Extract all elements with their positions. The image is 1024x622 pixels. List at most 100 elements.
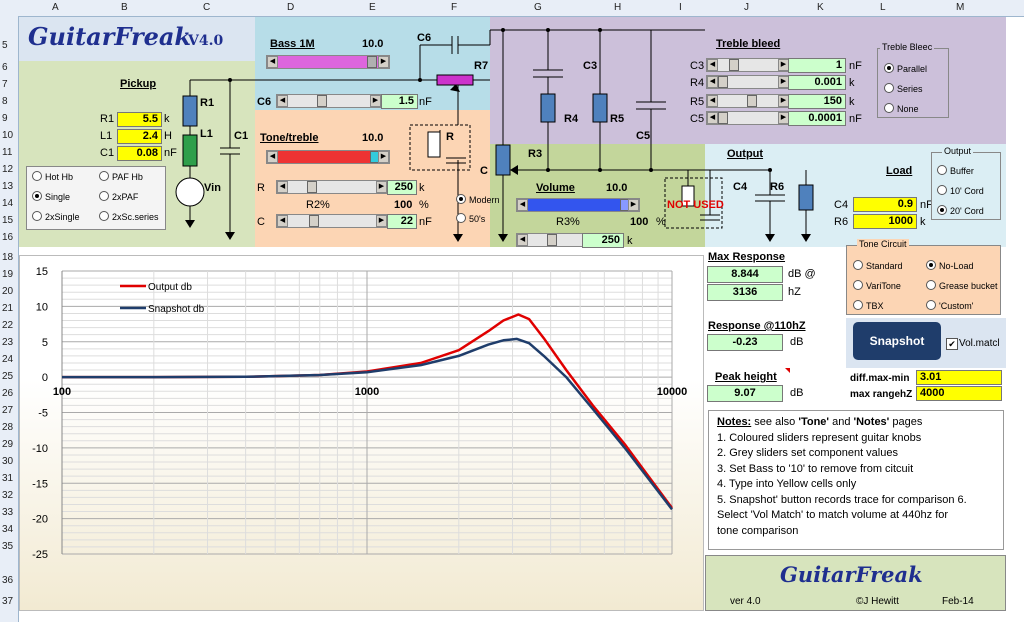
pickup-option-single[interactable]: Single — [32, 191, 70, 202]
treble-option-series[interactable]: Series — [884, 83, 923, 94]
slider-thumb[interactable] — [367, 56, 377, 68]
column-i[interactable]: I — [679, 2, 682, 13]
row-20[interactable]: 20 — [2, 286, 14, 297]
slider-left-arrow-icon[interactable]: ◀ — [267, 151, 278, 163]
range-value[interactable]: 4000 — [916, 386, 1002, 401]
slider-right-arrow-icon[interactable]: ▶ — [376, 215, 387, 227]
slider-left-arrow-icon[interactable]: ◀ — [707, 112, 718, 124]
slider-thumb[interactable] — [718, 76, 728, 88]
row-9[interactable]: 9 — [2, 113, 8, 124]
row-31[interactable]: 31 — [2, 473, 14, 484]
column-k[interactable]: K — [817, 2, 824, 13]
c-slider[interactable]: ◀ ▶ — [276, 214, 388, 228]
slider-thumb[interactable] — [547, 234, 557, 246]
slider-left-arrow-icon[interactable]: ◀ — [707, 76, 718, 88]
output-option-20-cord[interactable]: 20' Cord — [937, 205, 984, 216]
row-27[interactable]: 27 — [2, 405, 14, 416]
slider-left-arrow-icon[interactable]: ◀ — [277, 95, 288, 107]
out-c4-field[interactable]: 0.9 — [853, 197, 917, 212]
mode-option-50s[interactable]: 50's — [456, 213, 485, 224]
slider-left-arrow-icon[interactable]: ◀ — [707, 95, 718, 107]
diff-value[interactable]: 3.01 — [916, 370, 1002, 385]
row-25[interactable]: 25 — [2, 371, 14, 382]
slider-right-arrow-icon[interactable]: ▶ — [628, 199, 639, 211]
output-option-10-cord[interactable]: 10' Cord — [937, 185, 984, 196]
vol-match-checkbox[interactable]: ✔ — [946, 338, 958, 350]
row-22[interactable]: 22 — [2, 320, 14, 331]
tb-r5-slider[interactable]: ◀▶ — [706, 94, 790, 108]
slider-thumb[interactable] — [747, 95, 757, 107]
row-5[interactable]: 5 — [2, 40, 8, 51]
row-16[interactable]: 16 — [2, 232, 14, 243]
pickup-option-hot-hb[interactable]: Hot Hb — [32, 171, 73, 182]
row-11[interactable]: 11 — [2, 147, 13, 158]
column-d[interactable]: D — [287, 2, 295, 13]
bass-slider[interactable]: ◀ ▶ — [266, 55, 390, 69]
slider-left-arrow-icon[interactable]: ◀ — [517, 234, 528, 246]
pickup-option-2xpaf[interactable]: 2xPAF — [99, 191, 138, 202]
tone-circuit-grease-bucket[interactable]: Grease bucket — [926, 280, 998, 291]
row-28[interactable]: 28 — [2, 422, 14, 433]
slider-right-arrow-icon[interactable]: ▶ — [376, 181, 387, 193]
column-l[interactable]: L — [880, 2, 886, 13]
slider-thumb[interactable] — [729, 59, 739, 71]
treble-option-parallel[interactable]: Parallel — [884, 63, 927, 74]
tb-r4-slider[interactable]: ◀▶ — [706, 75, 790, 89]
slider-left-arrow-icon[interactable]: ◀ — [277, 181, 288, 193]
slider-right-arrow-icon[interactable]: ▶ — [370, 95, 381, 107]
row-34[interactable]: 34 — [2, 524, 14, 535]
slider-left-arrow-icon[interactable]: ◀ — [267, 56, 278, 68]
row-19[interactable]: 19 — [2, 269, 14, 280]
row-8[interactable]: 8 — [2, 96, 8, 107]
row-23[interactable]: 23 — [2, 337, 14, 348]
column-e[interactable]: E — [369, 2, 376, 13]
column-m[interactable]: M — [956, 2, 965, 13]
slider-left-arrow-icon[interactable]: ◀ — [517, 199, 528, 211]
mode-option-modern[interactable]: Modern — [456, 194, 500, 205]
pickup-l1-field[interactable]: 2.4 — [117, 129, 162, 144]
slider-right-arrow-icon[interactable]: ▶ — [378, 151, 389, 163]
slider-thumb[interactable] — [718, 112, 728, 124]
row-32[interactable]: 32 — [2, 490, 14, 501]
row-29[interactable]: 29 — [2, 439, 14, 450]
row-33[interactable]: 33 — [2, 507, 14, 518]
row-10[interactable]: 10 — [2, 130, 14, 141]
slider-right-arrow-icon[interactable]: ▶ — [378, 56, 389, 68]
tone-circuit-varitone[interactable]: VariTone — [853, 280, 901, 291]
tb-c5-slider[interactable]: ◀▶ — [706, 111, 790, 125]
row-12[interactable]: 12 — [2, 164, 14, 175]
row-15[interactable]: 15 — [2, 215, 14, 226]
column-h[interactable]: H — [614, 2, 622, 13]
volume-slider[interactable]: ◀ ▶ — [516, 198, 640, 212]
tb-c3-slider[interactable]: ◀▶ — [706, 58, 790, 72]
treble-option-none[interactable]: None — [884, 103, 919, 114]
column-f[interactable]: F — [451, 2, 458, 13]
column-c[interactable]: C — [203, 2, 211, 13]
row-24[interactable]: 24 — [2, 354, 14, 365]
slider-thumb[interactable] — [307, 181, 317, 193]
slider-thumb[interactable] — [309, 215, 319, 227]
pickup-r1-field[interactable]: 5.5 — [117, 112, 162, 127]
row-35[interactable]: 35 — [2, 541, 14, 552]
column-a[interactable]: A — [52, 2, 59, 13]
column-j[interactable]: J — [744, 2, 749, 13]
out-r6-field[interactable]: 1000 — [853, 214, 917, 229]
row-14[interactable]: 14 — [2, 198, 14, 209]
pickup-c1-field[interactable]: 0.08 — [117, 146, 162, 161]
snapshot-button[interactable]: Snapshot — [853, 322, 941, 360]
row-26[interactable]: 26 — [2, 388, 14, 399]
tone-circuit-standard[interactable]: Standard — [853, 260, 903, 271]
row-13[interactable]: 13 — [2, 181, 14, 192]
output-option-buffer[interactable]: Buffer — [937, 165, 974, 176]
tone-circuit-no-load[interactable]: No-Load — [926, 260, 974, 271]
r-slider[interactable]: ◀ ▶ — [276, 180, 388, 194]
row-37[interactable]: 37 — [2, 596, 14, 607]
tone-circuit-tbx[interactable]: TBX — [853, 300, 884, 311]
row-30[interactable]: 30 — [2, 456, 14, 467]
column-b[interactable]: B — [121, 2, 128, 13]
row-21[interactable]: 21 — [2, 303, 14, 314]
column-g[interactable]: G — [534, 2, 542, 13]
tone-treble-slider[interactable]: ◀ ▶ — [266, 150, 390, 164]
row-7[interactable]: 7 — [2, 79, 8, 90]
row-6[interactable]: 6 — [2, 62, 8, 73]
